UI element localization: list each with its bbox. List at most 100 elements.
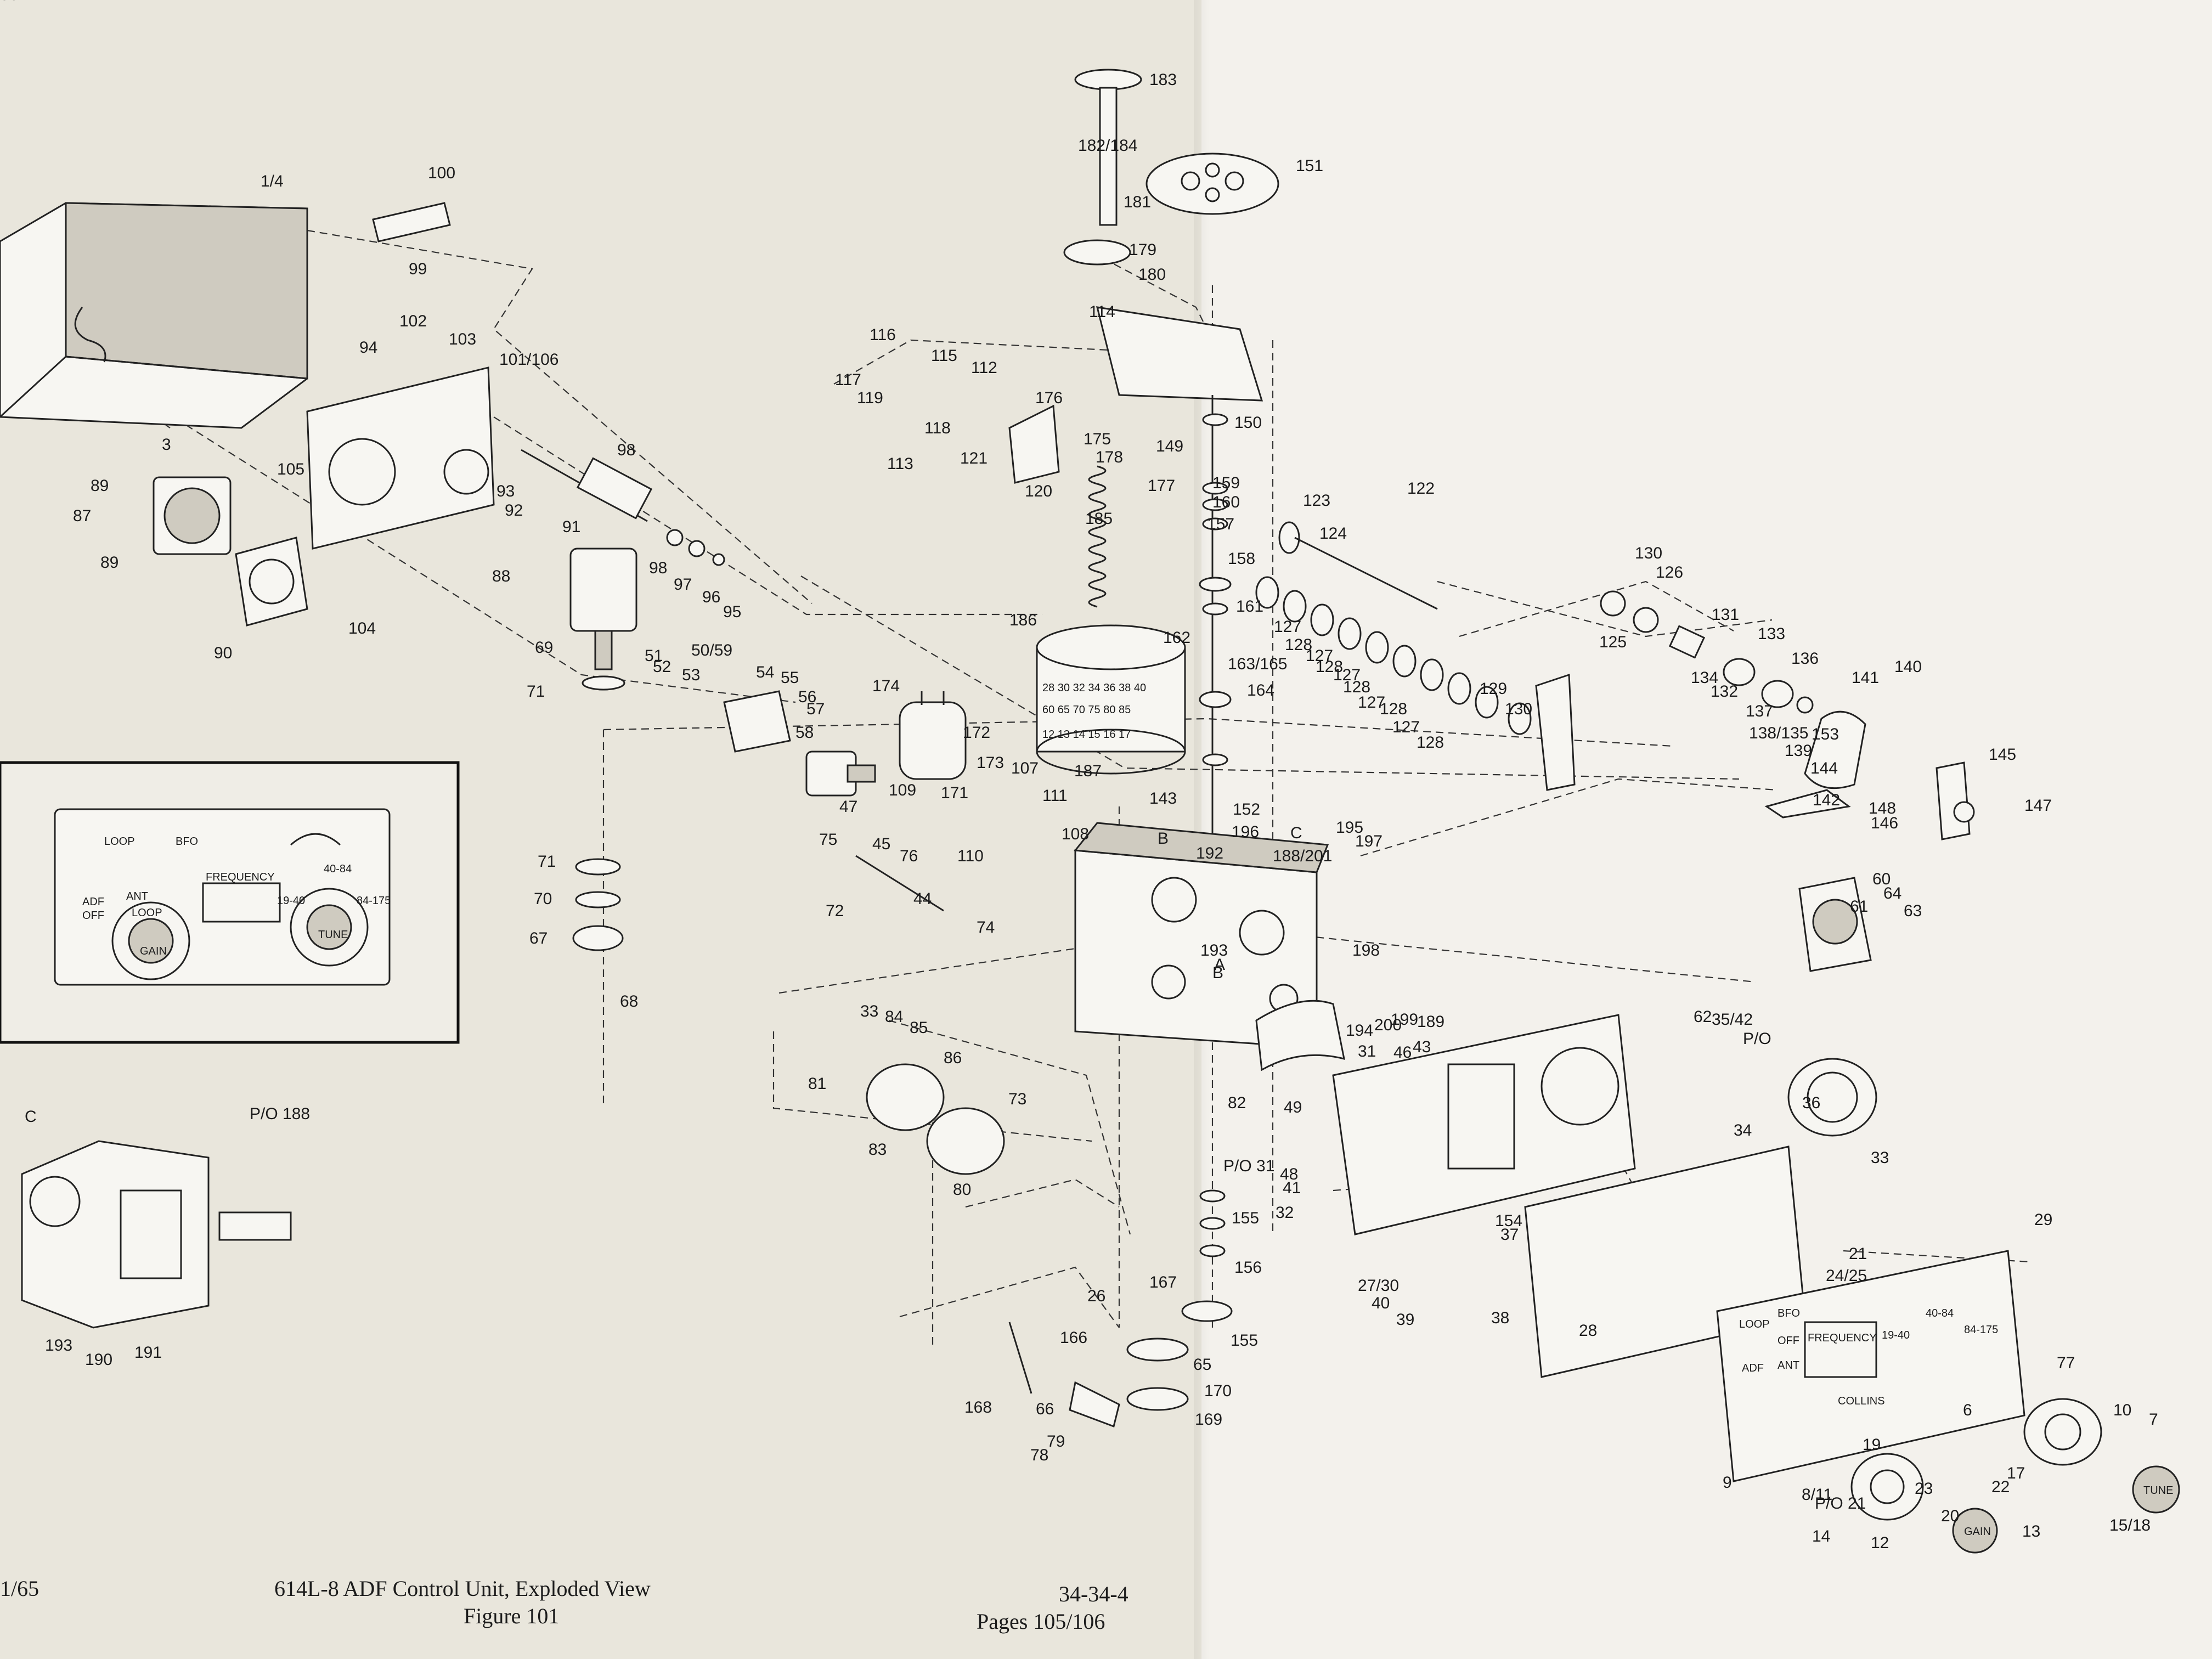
callout-15-18: 15/18 [2109, 1516, 2151, 1534]
callout-21: 21 [1849, 1245, 1867, 1263]
callout-43: 43 [1413, 1038, 1431, 1056]
callout-193: 193 [1200, 941, 1228, 960]
callout-124: 124 [1319, 524, 1347, 543]
chassis-label-193: 193 [45, 1336, 72, 1355]
panel-bfo-label: BFO [1778, 1307, 1800, 1319]
callout-68: 68 [620, 992, 638, 1011]
callout-161: 161 [1236, 597, 1263, 616]
callout-33: 33 [860, 1002, 878, 1020]
circuit-board [723, 690, 791, 753]
callout-166: 166 [1060, 1329, 1087, 1347]
callout-169: 169 [1195, 1410, 1222, 1429]
callout-labels: 1/431009910210394101/1068987891059010488… [0, 0, 2158, 1552]
callout-63: 63 [1904, 902, 1922, 920]
callout-178: 178 [1096, 448, 1123, 466]
callout-76: 76 [900, 847, 918, 865]
callout-114: 114 [1089, 303, 1115, 321]
capacitor [899, 691, 967, 780]
callout-75: 75 [819, 831, 837, 849]
inset-label-ANT: ANT [126, 890, 148, 902]
callout-5: 5 [0, 0, 9, 4]
callout-128: 128 [1343, 678, 1370, 696]
callout-188-201: 188/201 [1273, 847, 1332, 865]
tune-knob-label: TUNE [2143, 1485, 2173, 1497]
bottom-gears [1126, 1189, 1233, 1411]
figure-title: 614L-8 ADF Control Unit, Exploded View [274, 1576, 651, 1601]
callout-92: 92 [505, 501, 523, 520]
callout-130: 130 [1635, 544, 1662, 562]
callout-64: 64 [1883, 884, 1901, 902]
callout-102: 102 [399, 312, 427, 330]
callout-144: 144 [1810, 759, 1838, 777]
callout-31: 31 [1358, 1042, 1376, 1060]
callout-129: 129 [1480, 680, 1507, 698]
callout-91: 91 [562, 518, 580, 536]
callout-154: 154 [1495, 1212, 1522, 1230]
callout-44: 44 [913, 890, 932, 908]
callout-120: 120 [1025, 482, 1052, 500]
chassis-label-191: 191 [134, 1344, 162, 1362]
callout-187: 187 [1074, 762, 1102, 780]
callout-79: 79 [1047, 1432, 1065, 1451]
callout-137: 137 [1746, 702, 1773, 720]
dial-row-3: 12 13 14 15 16 17 [1042, 729, 1131, 741]
callout-85: 85 [910, 1019, 928, 1037]
callout-52: 52 [653, 658, 671, 676]
callout-148: 148 [1869, 799, 1896, 817]
callout-24-25: 24/25 [1826, 1267, 1867, 1285]
motor-mount [1798, 877, 1872, 972]
callout-8-11: 8/11 [1802, 1486, 1832, 1504]
callout-78: 78 [1030, 1446, 1048, 1464]
callout-132: 132 [1711, 682, 1738, 701]
large-gear [1146, 153, 1279, 215]
callout-115: 115 [931, 347, 957, 365]
tuning-meter [1787, 1058, 1877, 1137]
left-page-number: 1/65 [0, 1576, 40, 1601]
callout-73: 73 [1008, 1090, 1026, 1108]
callout-128: 128 [1380, 700, 1407, 718]
callout-93: 93 [496, 482, 515, 500]
nameplate [372, 202, 451, 242]
callout-95: 95 [723, 603, 741, 621]
callout-27-30: 27/30 [1358, 1277, 1399, 1295]
callout-48: 48 [1280, 1165, 1298, 1183]
callout-97: 97 [674, 575, 692, 594]
figure-number: Figure 101 [464, 1604, 560, 1628]
callout-200: 200 [1374, 1016, 1402, 1034]
callout-55: 55 [781, 669, 799, 687]
callout-10: 10 [2113, 1401, 2131, 1419]
callout-186: 186 [1009, 611, 1037, 629]
callout-127: 127 [1333, 666, 1361, 684]
inset-label-40-84: 40-84 [324, 863, 352, 875]
callout-32: 32 [1276, 1204, 1294, 1222]
inset-label-FREQUENCY: FREQUENCY [206, 871, 275, 883]
callout-62: 62 [1694, 1008, 1712, 1026]
callout-82: 82 [1228, 1094, 1246, 1112]
gain-knob: GAIN [1952, 1508, 1998, 1554]
callout-151: 151 [1296, 157, 1323, 175]
callout-122: 122 [1407, 479, 1435, 498]
right-page [1201, 0, 2212, 1659]
callout-149: 149 [1156, 437, 1183, 455]
callout-81: 81 [808, 1075, 826, 1093]
callout-180: 180 [1138, 266, 1166, 284]
callout-189: 189 [1417, 1013, 1444, 1031]
callout-19: 19 [1863, 1436, 1881, 1454]
callout-101-106: 101/106 [499, 351, 558, 369]
inset-chassis-view [21, 1140, 292, 1329]
inset-label-19-40: 19-40 [277, 895, 305, 907]
callout-133: 133 [1758, 625, 1785, 643]
dial-drum: 28 30 32 34 36 38 40 60 65 70 75 80 85 1… [1036, 624, 1186, 775]
callout-155: 155 [1232, 1209, 1259, 1227]
callout-112: 112 [971, 359, 997, 377]
callout-182-184: 182/184 [1078, 137, 1137, 155]
callout-126: 126 [1656, 563, 1683, 582]
inset-label-GAIN: GAIN [140, 945, 167, 957]
callout-83: 83 [868, 1141, 887, 1159]
callout-36: 36 [1802, 1094, 1820, 1112]
connector [153, 476, 308, 627]
chassis-label-P-O-188: P/O 188 [250, 1105, 310, 1123]
callout-90: 90 [214, 644, 232, 662]
